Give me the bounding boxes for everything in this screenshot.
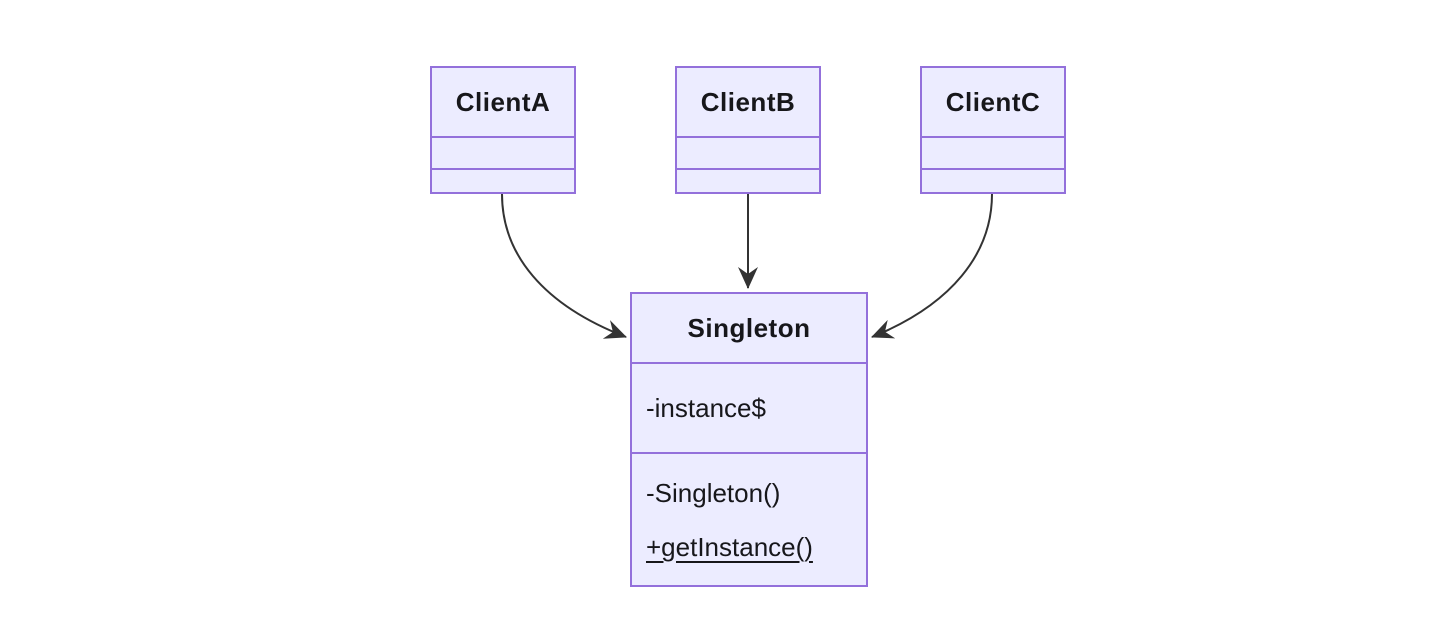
class-methods-clienta — [432, 168, 574, 192]
class-methods-clientb — [677, 168, 819, 192]
method-singleton-constructor: -Singleton() — [646, 477, 781, 508]
attribute-instance: -instance$ — [646, 393, 766, 423]
class-title-clienta: ClientA — [455, 86, 551, 117]
edge-clientc-singleton — [871, 193, 993, 339]
class-methods-singleton: -Singleton() +getInstance() — [632, 452, 866, 585]
class-methods-clientc — [922, 168, 1064, 192]
class-node-singleton: Singleton -instance$ -Singleton() +getIn… — [630, 292, 868, 587]
class-attributes-clientc — [922, 136, 1064, 168]
class-node-clientb: ClientB — [675, 66, 821, 194]
edge-clienta-singleton — [501, 193, 627, 339]
class-node-clientc: ClientC — [920, 66, 1066, 194]
class-attributes-clientb — [677, 136, 819, 168]
class-title-clientb: ClientB — [700, 86, 796, 117]
method-getinstance: +getInstance() — [646, 531, 813, 562]
class-node-clienta: ClientA — [430, 66, 576, 194]
class-attributes-clienta — [432, 136, 574, 168]
class-title-singleton: Singleton — [687, 312, 811, 343]
class-attributes-singleton: -instance$ — [632, 362, 866, 452]
class-title-clientc: ClientC — [945, 86, 1041, 117]
